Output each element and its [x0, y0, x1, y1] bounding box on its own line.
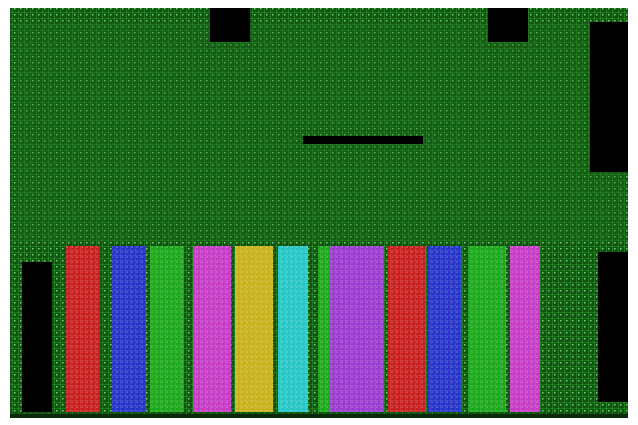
die-bottom-edge: [10, 414, 628, 418]
memory-bank-green-1-texture: [150, 246, 184, 412]
macro-block-top-left: [210, 8, 250, 42]
memory-array: [66, 246, 540, 412]
memory-bank-red-2-texture: [388, 246, 426, 412]
memory-bank-yellow-1-texture: [235, 246, 273, 412]
routing-channel: [303, 136, 423, 144]
memory-bank-blue-1-texture: [112, 246, 146, 412]
macro-block-bottom-left: [22, 262, 52, 412]
macro-block-top-right: [488, 8, 528, 42]
memory-bank-green-3-texture: [468, 246, 506, 412]
memory-bank-magenta-2-texture: [510, 246, 540, 412]
memory-bank-green-2-texture: [318, 246, 330, 412]
memory-bank-purple-1-texture: [330, 246, 384, 412]
memory-bank-magenta-1-texture: [193, 246, 231, 412]
standard-cell-logic-area: [15, 22, 625, 242]
memory-bank-cyan-1-texture: [278, 246, 308, 412]
memory-bank-blue-2-texture: [428, 246, 462, 412]
memory-bank-red-1-texture: [66, 246, 100, 412]
macro-block-bottom-right: [598, 252, 628, 402]
macro-block-right: [590, 22, 628, 172]
